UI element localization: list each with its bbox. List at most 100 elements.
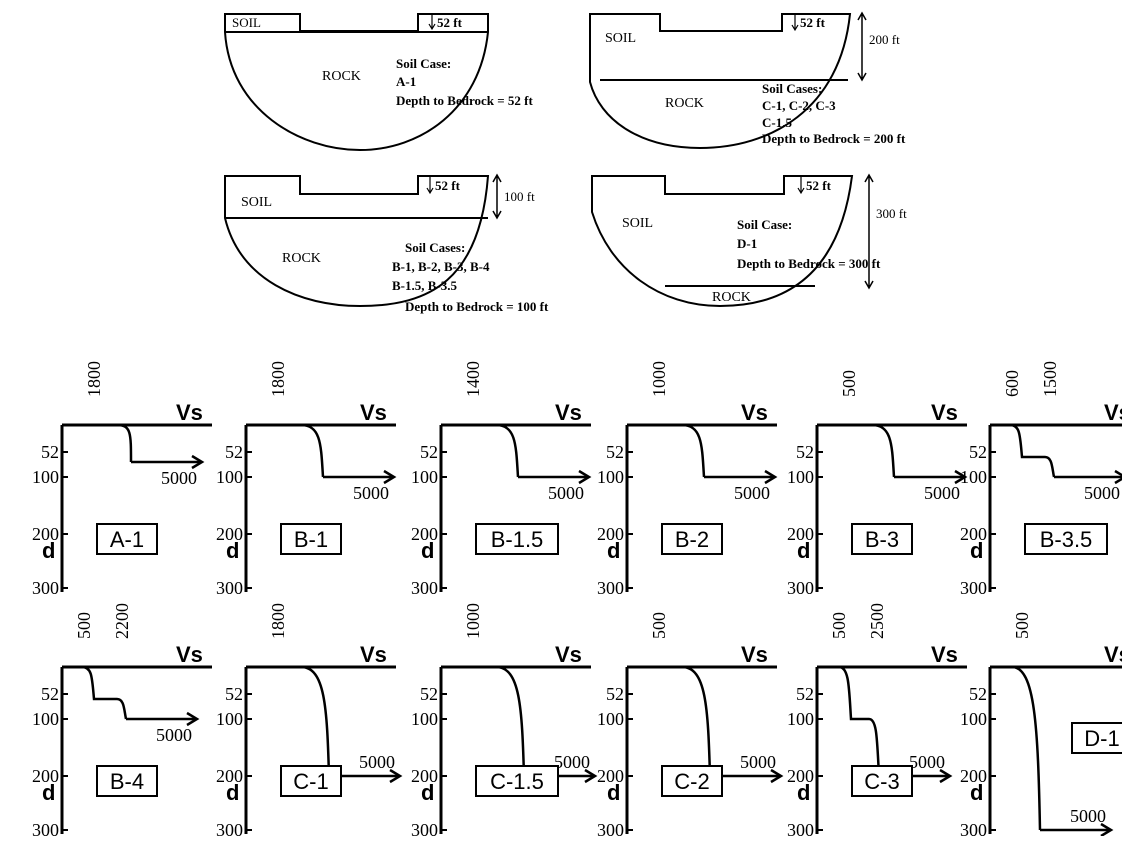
soil-label: SOIL <box>605 31 636 46</box>
depth-axis-symbol: d <box>607 538 620 563</box>
case-label: B-2 <box>675 527 709 552</box>
depth-tick-label: 300 <box>960 820 987 836</box>
bedrock-vs-label: 5000 <box>548 483 584 503</box>
case-label: B-3.5 <box>1040 527 1093 552</box>
depth-tick-label: 200 <box>32 766 59 786</box>
case-label: B-1 <box>294 527 328 552</box>
vs-axis-label: Vs <box>1104 642 1122 667</box>
total-depth-label: 300 ft <box>876 206 907 221</box>
depth-axis-symbol: d <box>42 780 55 805</box>
depth-tick-label: 100 <box>787 709 814 729</box>
depth-tick-label: 200 <box>411 524 438 544</box>
vs-profile-curve <box>116 423 133 463</box>
depth-marker-label: 52 ft <box>806 178 832 193</box>
top-vs-value: 500 <box>1012 612 1032 639</box>
case-label: B-3 <box>865 527 899 552</box>
depth-tick-label: 200 <box>787 766 814 786</box>
vs-profile-curve <box>681 665 712 777</box>
bedrock-arrowhead <box>1114 469 1122 485</box>
case-label-box <box>661 765 723 797</box>
vs-profile-curve <box>81 665 128 720</box>
total-depth-arrow <box>864 173 874 290</box>
bedrock-arrowhead <box>770 768 784 784</box>
vs-axis-label: Vs <box>360 642 387 667</box>
bedrock-vs-label: 5000 <box>156 725 192 745</box>
bedrock-vs-label: 5000 <box>734 483 770 503</box>
depth-tick-label: 300 <box>960 578 987 598</box>
vs-profile-curve <box>495 665 526 777</box>
bedrock-vs-label: 5000 <box>161 468 197 488</box>
basin-outline <box>589 13 852 150</box>
depth-tick-label: 52 <box>41 684 59 704</box>
top-vs-value: 1000 <box>463 603 483 639</box>
bedrock-arrowhead <box>939 768 953 784</box>
depth-axis-symbol: d <box>421 538 434 563</box>
basin-c <box>589 11 867 150</box>
case-label-box <box>96 523 158 555</box>
vs-profile-curve <box>1011 665 1042 831</box>
top-vs-value: 500 <box>649 612 669 639</box>
depth-tick-label: 300 <box>411 820 438 836</box>
case-label: C-3 <box>864 769 899 794</box>
depth-tick-label: 300 <box>787 820 814 836</box>
bedrock-vs-label: 5000 <box>740 752 776 772</box>
top-vs-value: 1800 <box>268 603 288 639</box>
profile-panel-d-1: Vs52100200300d5000500D-1 <box>960 612 1122 840</box>
bedrock-arrowhead <box>389 768 403 784</box>
depth-marker-arrow <box>426 176 434 195</box>
depth-axis-symbol: d <box>970 538 983 563</box>
case-label-box <box>475 765 559 797</box>
depth-tick-label: 52 <box>606 684 624 704</box>
top-vs-value: 1400 <box>463 361 483 397</box>
bedrock-vs-label: 5000 <box>1084 483 1120 503</box>
case-label: D-1 <box>1084 726 1119 751</box>
bedrock-vs-label: 5000 <box>924 483 960 503</box>
case-line: Soil Case: <box>396 56 451 71</box>
depth-tick-label: 200 <box>32 524 59 544</box>
depth-marker-label: 52 ft <box>800 15 826 30</box>
case-line: Soil Case: <box>737 217 792 232</box>
depth-tick-label: 100 <box>787 467 814 487</box>
top-vs-value: 1800 <box>84 361 104 397</box>
depth-tick-label: 200 <box>216 524 243 544</box>
depth-tick-label: 200 <box>411 766 438 786</box>
depth-tick-label: 100 <box>597 467 624 487</box>
vs-axis-label: Vs <box>555 400 582 425</box>
total-depth-label: 200 ft <box>869 32 900 47</box>
depth-tick-label: 52 <box>796 684 814 704</box>
depth-marker-arrow <box>791 14 799 32</box>
case-line: C-1.5 <box>762 115 792 130</box>
vs-axis-label: Vs <box>741 642 768 667</box>
depth-axis-symbol: d <box>42 538 55 563</box>
depth-tick-label: 52 <box>606 442 624 462</box>
bedrock-arrowhead <box>186 711 200 727</box>
depth-axis-symbol: d <box>970 780 983 805</box>
depth-tick-label: 100 <box>32 709 59 729</box>
case-label-box <box>96 765 158 797</box>
vs-axis-label: Vs <box>555 642 582 667</box>
case-label-box <box>280 523 342 555</box>
basin-b <box>224 173 502 308</box>
total-depth-arrow <box>492 173 502 220</box>
case-label: A-1 <box>110 527 144 552</box>
case-line: Soil Cases: <box>405 240 465 255</box>
basin-outline <box>224 175 490 308</box>
depth-axis-symbol: d <box>421 780 434 805</box>
top-vs-value: 500 <box>839 370 859 397</box>
depth-marker-label: 52 ft <box>437 15 463 30</box>
profile-panel-b-3-5: Vs52100200300d50006001500B-3.5 <box>960 361 1122 598</box>
rock-label: ROCK <box>665 96 704 111</box>
top-vs-value: 2500 <box>867 603 887 639</box>
vs-profile-curve <box>838 665 881 777</box>
case-label: C-1 <box>293 769 328 794</box>
vs-axis-label: Vs <box>931 642 958 667</box>
case-label: C-1.5 <box>490 769 544 794</box>
vs-profile-panels: Vs52100200300d50001800A-1Vs52100200300d5… <box>32 361 1122 840</box>
case-label-box <box>851 765 913 797</box>
basin-outline <box>591 175 854 308</box>
